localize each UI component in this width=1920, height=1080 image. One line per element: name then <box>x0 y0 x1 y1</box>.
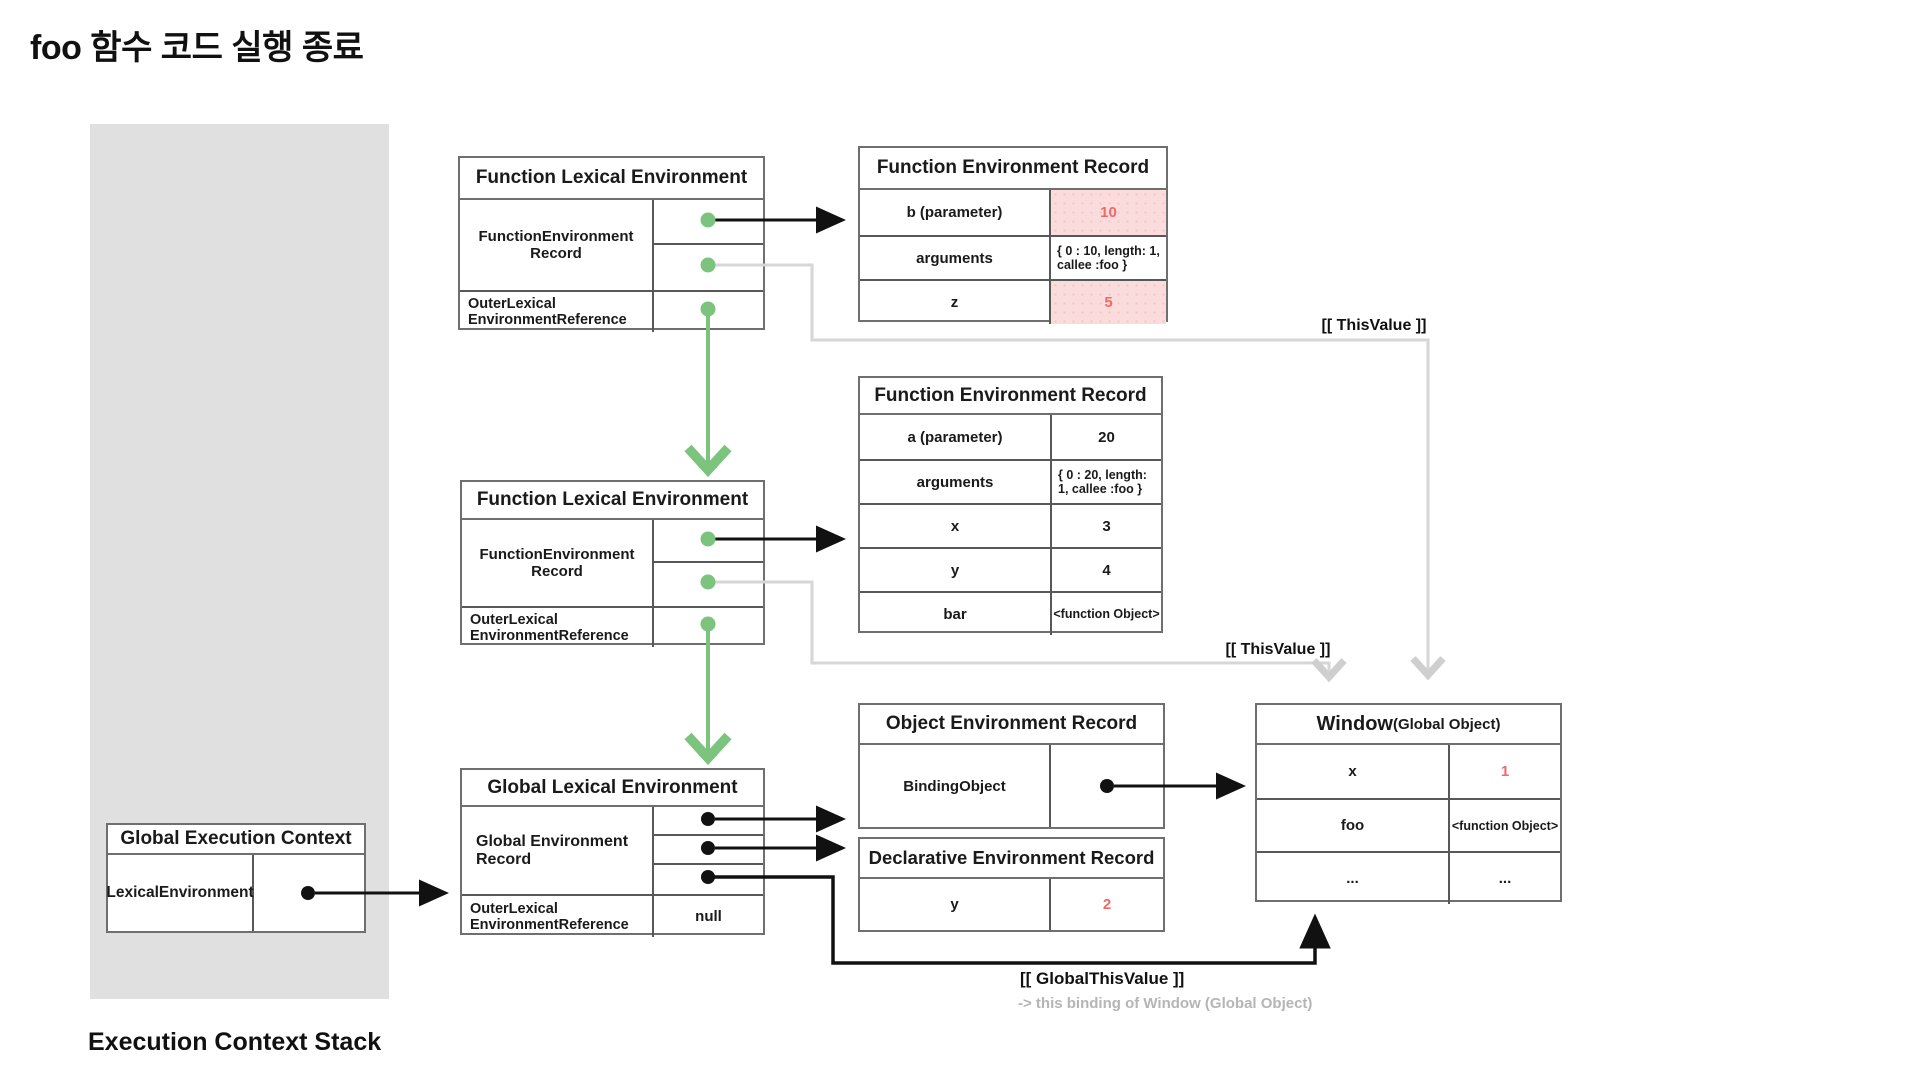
fle2-outer-label: OuterLexical EnvironmentReference <box>462 606 654 647</box>
global-lexical-environment: Global Lexical Environment Global Enviro… <box>460 768 765 937</box>
gle-record-slot-2 <box>654 836 763 865</box>
fer1-row-key: b (parameter) <box>860 190 1051 235</box>
fle1-outer-slot <box>654 290 763 332</box>
object-environment-record: Object Environment Record BindingObject <box>858 703 1165 829</box>
fer2-row-value: 4 <box>1052 547 1161 591</box>
window-row-value: <function Object> <box>1450 798 1560 851</box>
gle-outer-label: OuterLexical EnvironmentReference <box>462 894 654 937</box>
fle1-record-slot-1 <box>654 200 763 245</box>
page-title: foo 함수 코드 실행 종료 <box>30 29 364 67</box>
function-lexical-environment-1: Function Lexical Environment FunctionEnv… <box>458 156 765 332</box>
gle-title: Global Lexical Environment <box>462 770 763 807</box>
fle2-title: Function Lexical Environment <box>462 482 763 520</box>
window-global-object: Window(Global Object) x 1 foo <function … <box>1255 703 1562 904</box>
fle1-record-slot-2 <box>654 245 763 290</box>
fle1-record-label: FunctionEnvironment Record <box>460 200 654 290</box>
der-row-key: y <box>860 879 1051 930</box>
gle-outer-value: null <box>654 894 763 937</box>
window-title-suffix: (Global Object) <box>1392 715 1501 733</box>
global-this-value-label: [[ GlobalThisValue ]] <box>1020 969 1185 988</box>
fer2-title: Function Environment Record <box>860 378 1161 415</box>
declarative-environment-record: Declarative Environment Record y 2 <box>858 837 1165 932</box>
der-row-value: 2 <box>1102 896 1112 913</box>
fer2-row-key: x <box>860 503 1052 547</box>
fer1-row-key: arguments <box>860 235 1051 279</box>
der-title: Declarative Environment Record <box>860 839 1163 879</box>
function-environment-record-1: Function Environment Record b (parameter… <box>858 146 1168 324</box>
fle2-record-slot-1 <box>654 520 763 563</box>
oer-pointer-cell <box>1051 745 1163 827</box>
fer2-row-value: <function Object> <box>1052 591 1161 635</box>
fle2-record-slot-2 <box>654 563 763 606</box>
window-row-value: 1 <box>1500 763 1510 780</box>
lexical-environment-label: LexicalEnvironment <box>106 855 254 931</box>
fer2-row-value: 3 <box>1052 503 1161 547</box>
execution-context-stack-label: Execution Context Stack <box>88 1028 382 1056</box>
this-value-label-top: [[ ThisValue ]] <box>1321 317 1427 334</box>
global-execution-context-title: Global Execution Context <box>108 825 364 855</box>
fer2-row-value: 20 <box>1098 428 1115 446</box>
this-value-label-mid: [[ ThisValue ]] <box>1225 641 1331 658</box>
oer-title: Object Environment Record <box>860 705 1163 745</box>
fer2-row-key: a (parameter) <box>860 415 1052 459</box>
window-row-key: x <box>1257 745 1450 798</box>
global-this-value-note: -> this binding of Window (Global Object… <box>1018 995 1313 1012</box>
window-title: Window(Global Object) <box>1257 705 1560 745</box>
fle2-record-label: FunctionEnvironment Record <box>462 520 654 606</box>
fer1-row-value: 5 <box>1051 279 1166 324</box>
fer2-row-key: y <box>860 547 1052 591</box>
fer1-row-key: z <box>860 279 1051 324</box>
gle-record-slot-1 <box>654 807 763 836</box>
fer2-row-key: arguments <box>860 459 1052 503</box>
fle1-title: Function Lexical Environment <box>460 158 763 200</box>
fle2-outer-slot <box>654 606 763 647</box>
window-title-main: Window <box>1316 712 1393 735</box>
fer2-row-value: { 0 : 20, length: 1, callee :foo } <box>1052 459 1161 503</box>
window-row-key: foo <box>1257 798 1450 851</box>
window-row-key: ... <box>1257 851 1450 904</box>
window-row-value: ... <box>1450 851 1560 904</box>
lexical-environment-pointer-cell <box>254 855 364 931</box>
global-execution-context-box: Global Execution Context LexicalEnvironm… <box>106 823 366 933</box>
fer1-title: Function Environment Record <box>860 148 1166 190</box>
fle1-outer-label: OuterLexical EnvironmentReference <box>460 290 654 332</box>
gle-record-slot-3 <box>654 865 763 894</box>
oer-row-key: BindingObject <box>860 745 1051 827</box>
function-environment-record-2: Function Environment Record a (parameter… <box>858 376 1163 635</box>
fer2-row-key: bar <box>860 591 1052 635</box>
fer1-row-value: 10 <box>1051 190 1166 235</box>
function-lexical-environment-2: Function Lexical Environment FunctionEnv… <box>460 480 765 647</box>
gle-record-label: Global Environment Record <box>462 807 654 894</box>
fer1-row-value: { 0 : 10, length: 1, callee :foo } <box>1051 235 1166 279</box>
